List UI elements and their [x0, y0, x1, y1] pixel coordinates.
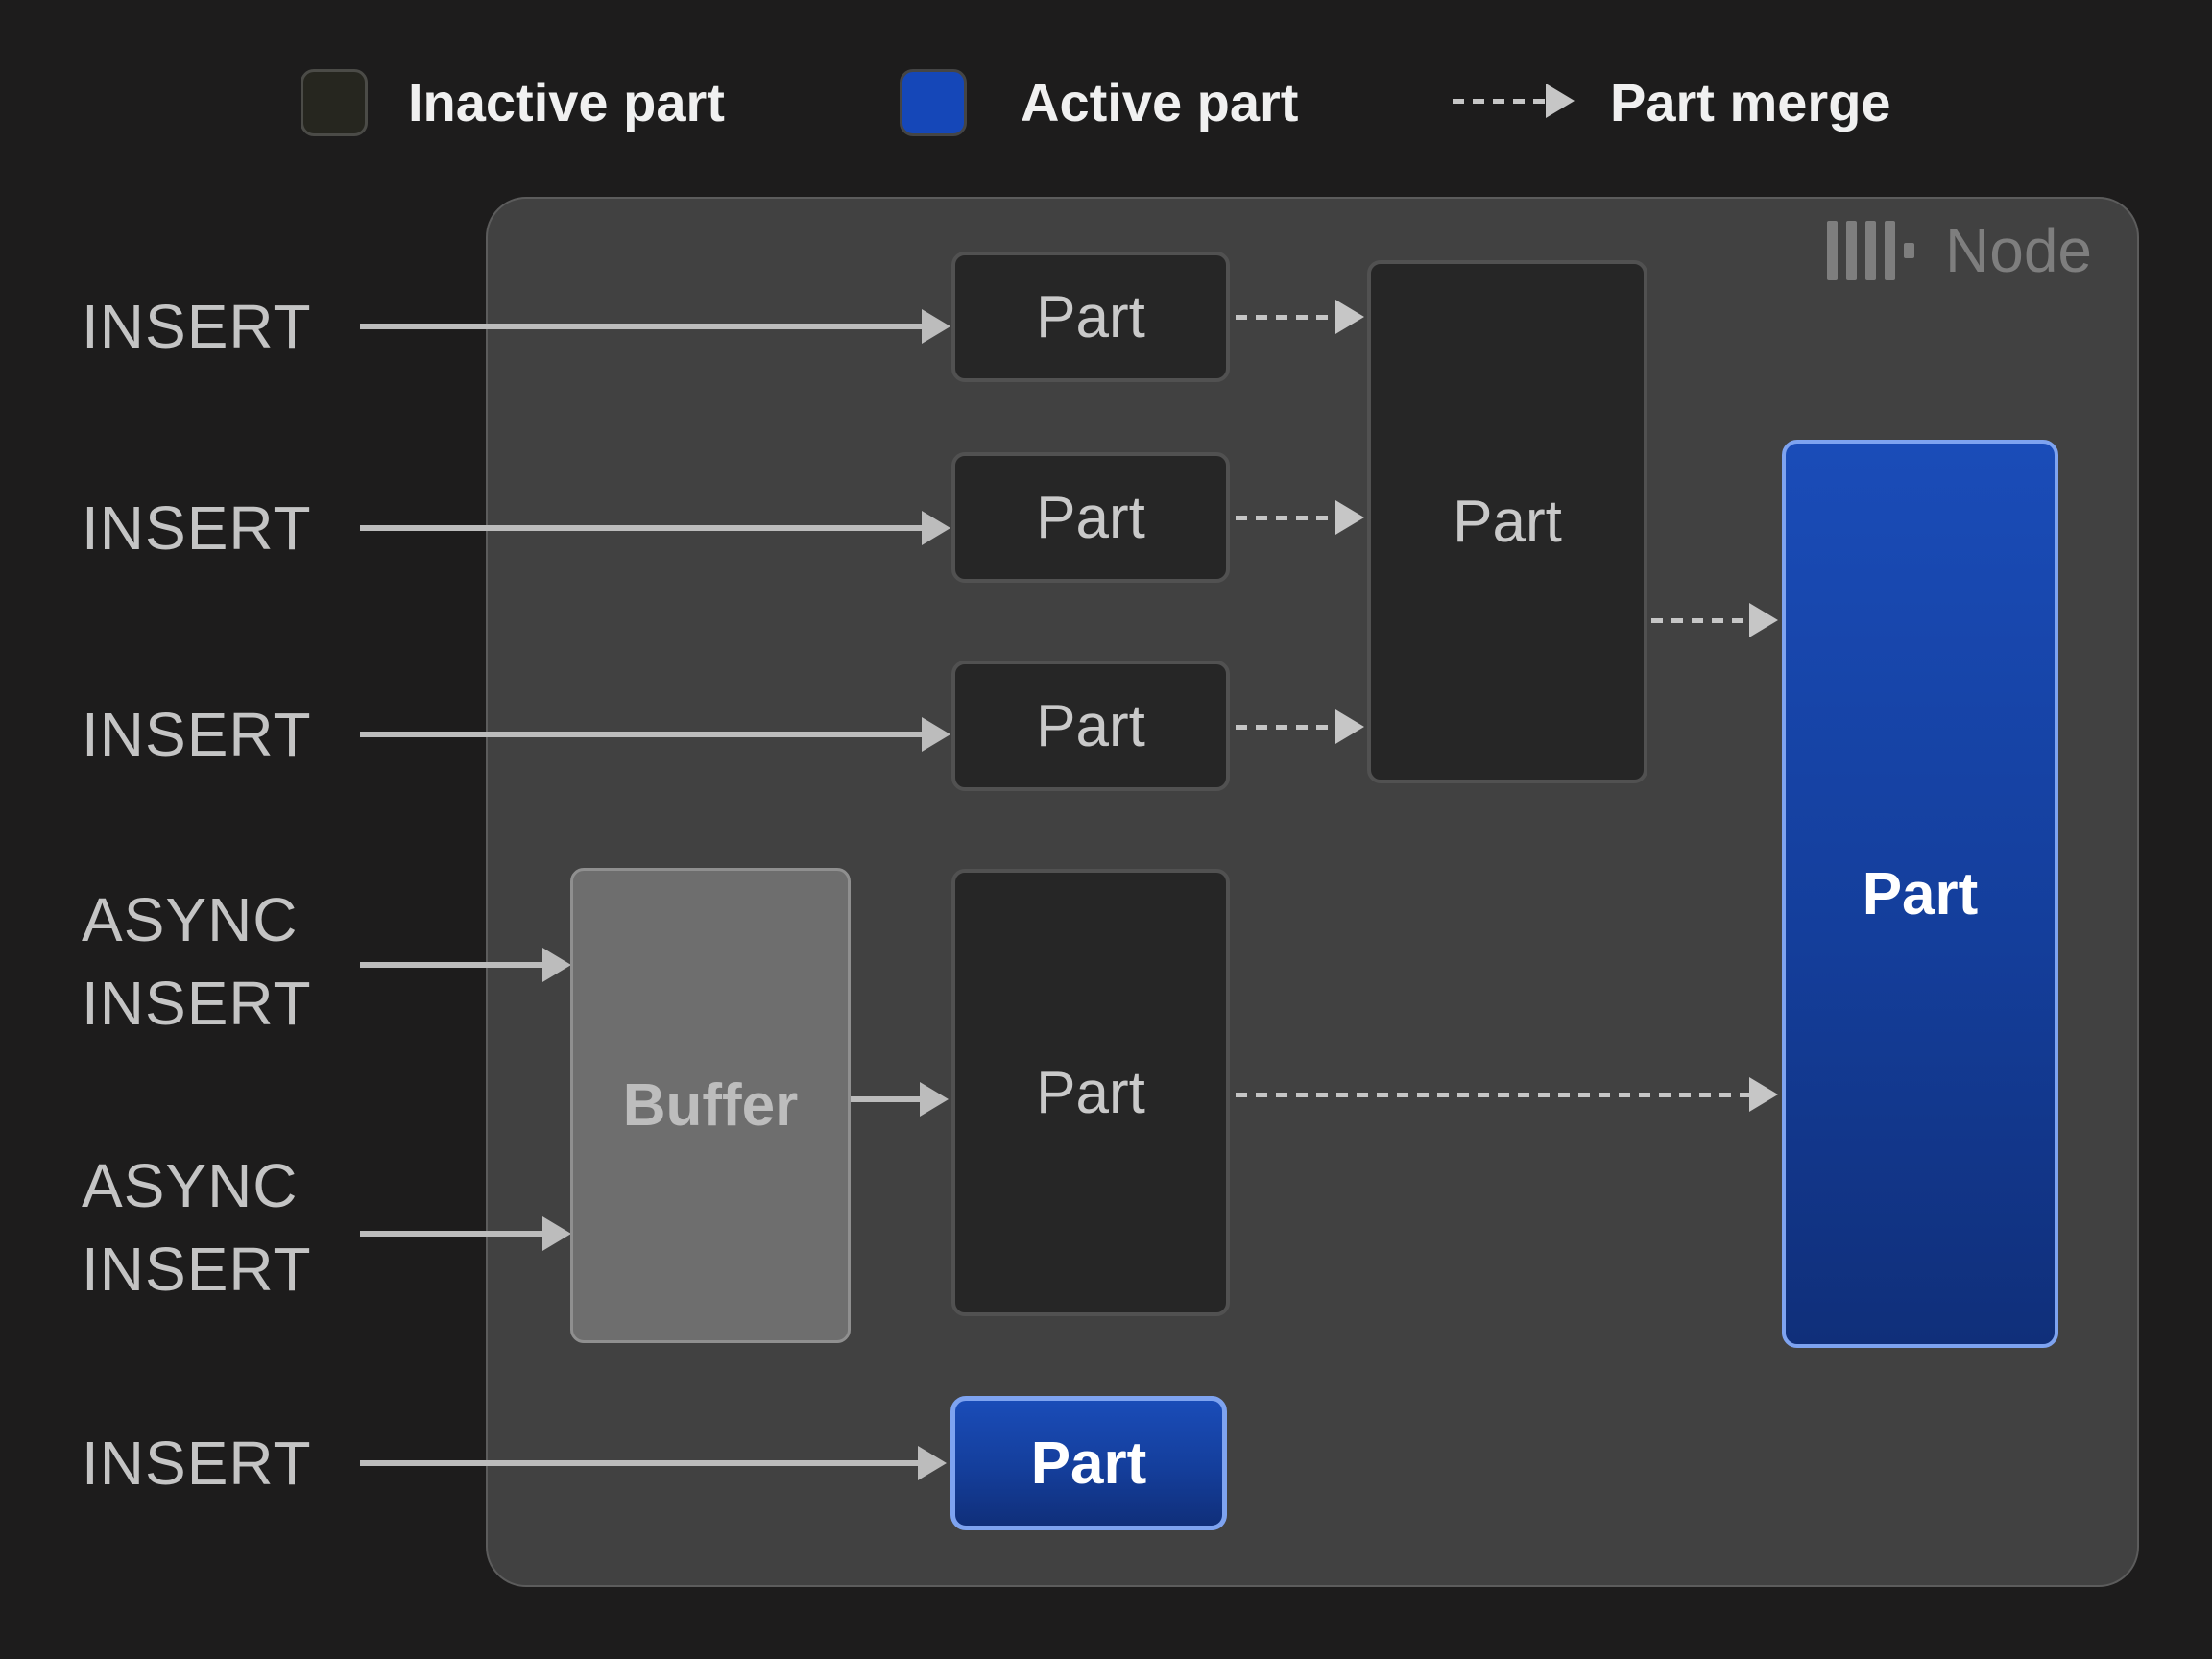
insert-label-1: INSERT [82, 292, 312, 361]
part-box-1: Part [951, 252, 1230, 382]
part-box-2: Part [951, 452, 1230, 583]
merge-arrow-1 [1236, 300, 1364, 334]
arrow-head [1335, 709, 1364, 744]
async-insert-label-2-line-1: ASYNC [82, 1151, 299, 1220]
async-insert-label-1-line-1: ASYNC [82, 885, 299, 954]
arrow-head [1749, 603, 1778, 637]
buffer-box: Buffer [570, 868, 851, 1343]
arrow-line [1236, 516, 1337, 520]
insert-label-3: INSERT [82, 700, 312, 769]
part-merge-arrow-head [1546, 84, 1575, 118]
active-part-box-small: Part [950, 1396, 1227, 1530]
legend: Inactive part Active part Part merge [0, 0, 2212, 154]
legend-inactive-label: Inactive part [408, 72, 725, 132]
legend-active-label: Active part [1021, 72, 1299, 132]
arrow-line [1236, 1093, 1751, 1097]
arrow-line [360, 962, 544, 968]
part-box-3: Part [951, 661, 1230, 791]
insert-arrow-2 [360, 511, 950, 545]
logo-bar [1827, 221, 1838, 280]
arrow-line [360, 525, 924, 531]
arrow-line [360, 324, 924, 329]
merged-part-box: Part [1367, 260, 1647, 783]
active-part-swatch [900, 69, 967, 136]
buffered-part-box: Part [951, 869, 1230, 1316]
part-merge-arrow-icon [1453, 84, 1575, 118]
arrow-head [920, 1082, 949, 1117]
arrow-line [851, 1096, 922, 1102]
insert-arrow-1 [360, 309, 950, 344]
merge-arrow-3 [1236, 709, 1364, 744]
arrow-line [1651, 618, 1751, 623]
arrow-head [1335, 300, 1364, 334]
legend-merge-label: Part merge [1610, 72, 1891, 132]
logo-bar-short [1904, 243, 1914, 258]
logo-bar [1846, 221, 1857, 280]
insert-arrow-4 [360, 1446, 947, 1480]
arrow-line [1236, 315, 1337, 320]
arrow-head [1335, 500, 1364, 535]
async-insert-label-1-line-2: INSERT [82, 969, 312, 1038]
node-label: Node [1945, 216, 2092, 285]
insert-arrow-3 [360, 717, 950, 752]
arrow-head [542, 1216, 571, 1251]
arrow-head [922, 717, 950, 752]
clickhouse-logo-icon [1827, 220, 1914, 281]
merge-arrow-4 [1651, 603, 1778, 637]
arrow-line [1236, 725, 1337, 730]
arrow-line [360, 1460, 920, 1466]
arrow-line [360, 732, 924, 737]
active-part-box-large: Part [1782, 440, 2058, 1348]
arrow-head [918, 1446, 947, 1480]
merge-arrow-2 [1236, 500, 1364, 535]
arrow-head [1749, 1077, 1778, 1112]
async-insert-arrow-2 [360, 1216, 571, 1251]
buffer-to-part-arrow [851, 1082, 949, 1117]
part-merge-arrow-line [1453, 99, 1548, 104]
arrow-head [922, 511, 950, 545]
insert-label-2: INSERT [82, 493, 312, 563]
arrow-line [360, 1231, 544, 1237]
async-insert-arrow-1 [360, 948, 571, 982]
arrow-head [922, 309, 950, 344]
arrow-head [542, 948, 571, 982]
node-header: Node [1827, 219, 2092, 282]
logo-bar [1885, 221, 1895, 280]
logo-bar [1865, 221, 1876, 280]
inactive-part-swatch [301, 69, 368, 136]
merge-arrow-5 [1236, 1077, 1778, 1112]
async-insert-label-2-line-2: INSERT [82, 1235, 312, 1304]
insert-label-4: INSERT [82, 1429, 312, 1498]
